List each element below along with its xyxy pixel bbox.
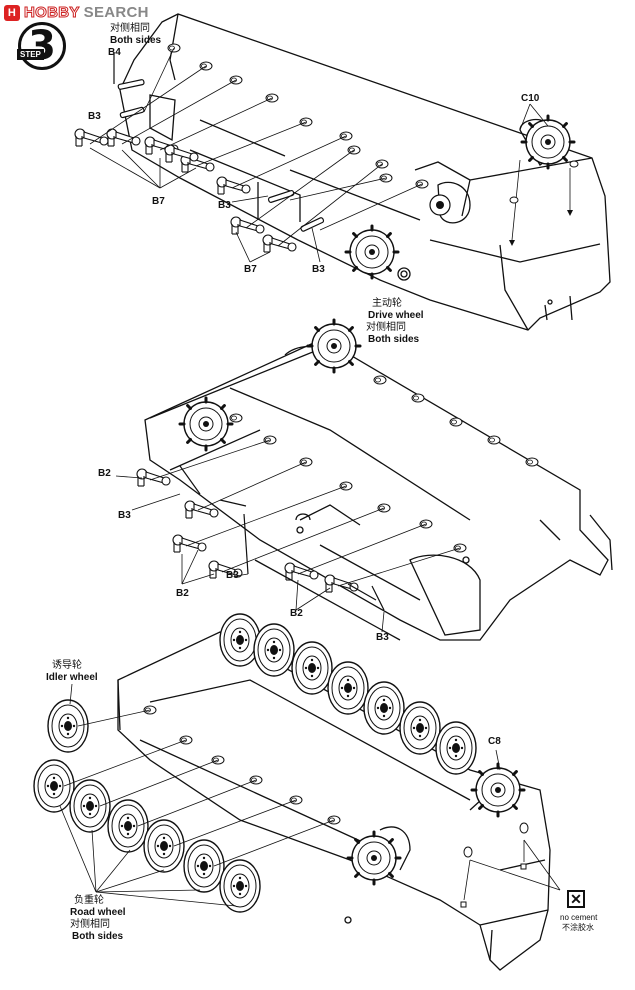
top-both-sides-en: Both sides [110, 35, 162, 46]
label-b3-top-b: B3 [218, 200, 231, 211]
bottom-idler [47, 699, 89, 753]
top-arrows [509, 160, 579, 246]
label-b3-mid-b: B3 [226, 570, 239, 581]
sprocket-top-right [520, 114, 576, 170]
no-cement-en: no cement [560, 913, 598, 922]
no-cement-icon: ✕ [567, 890, 585, 908]
label-b2-mid-b: B2 [176, 588, 189, 599]
drive-wheel-bottom [346, 830, 402, 886]
watermark-badge: H [4, 4, 20, 21]
drive-wheel-top [344, 224, 400, 280]
bottom-clips [460, 822, 529, 908]
sprocket-bottom-rear [470, 762, 526, 818]
drive-both-sides-en: Both sides [368, 334, 420, 345]
label-b7-top-a: B7 [152, 196, 165, 207]
bottom-hull [117, 631, 551, 971]
label-b4: B4 [108, 47, 121, 58]
label-b3-top-c: B3 [312, 264, 325, 275]
idler-wheel-cn: 诱导轮 [52, 660, 82, 671]
label-b3-mid-a: B3 [118, 510, 131, 521]
drive-wheel-cn: 主动轮 [372, 298, 402, 309]
road-both-sides-cn: 对侧相同 [70, 919, 110, 930]
top-both-sides-cn: 对侧相同 [110, 23, 150, 34]
step-word: STEP [17, 49, 44, 60]
label-c10: C10 [521, 93, 540, 104]
label-b7-top-b: B7 [244, 264, 257, 275]
road-wheel-cn: 负重轮 [74, 895, 104, 906]
top-pins [113, 52, 325, 232]
drive-wheel-en: Drive wheel [368, 310, 424, 321]
step-badge: 3 STEP [17, 22, 66, 70]
top-leaders [89, 47, 571, 263]
middle-hull [144, 339, 613, 641]
top-hull [119, 13, 611, 331]
middle-leaders [115, 439, 461, 633]
label-c8: C8 [488, 736, 501, 747]
label-b3-mid-c: B3 [376, 632, 389, 643]
watermark-brand: HOBBY [24, 4, 80, 22]
watermark: H HOBBY SEARCH [4, 4, 149, 22]
drive-both-sides-cn: 对侧相同 [366, 322, 406, 333]
road-wheel-en: Road wheel [70, 907, 126, 918]
drive-wheel-middle [178, 396, 234, 452]
watermark-word: SEARCH [83, 4, 149, 21]
road-both-sides-en: Both sides [72, 931, 124, 942]
label-b2-mid-a: B2 [98, 468, 111, 479]
step-number: 3 [28, 23, 56, 69]
idler-wheel-en: Idler wheel [46, 672, 98, 683]
label-b2-mid-c: B2 [290, 608, 303, 619]
label-b3-top-a: B3 [88, 111, 101, 122]
bottom-leaders [59, 683, 561, 907]
no-cement-cn: 不涂胶水 [562, 923, 594, 932]
sprocket-middle-rear [306, 318, 362, 374]
